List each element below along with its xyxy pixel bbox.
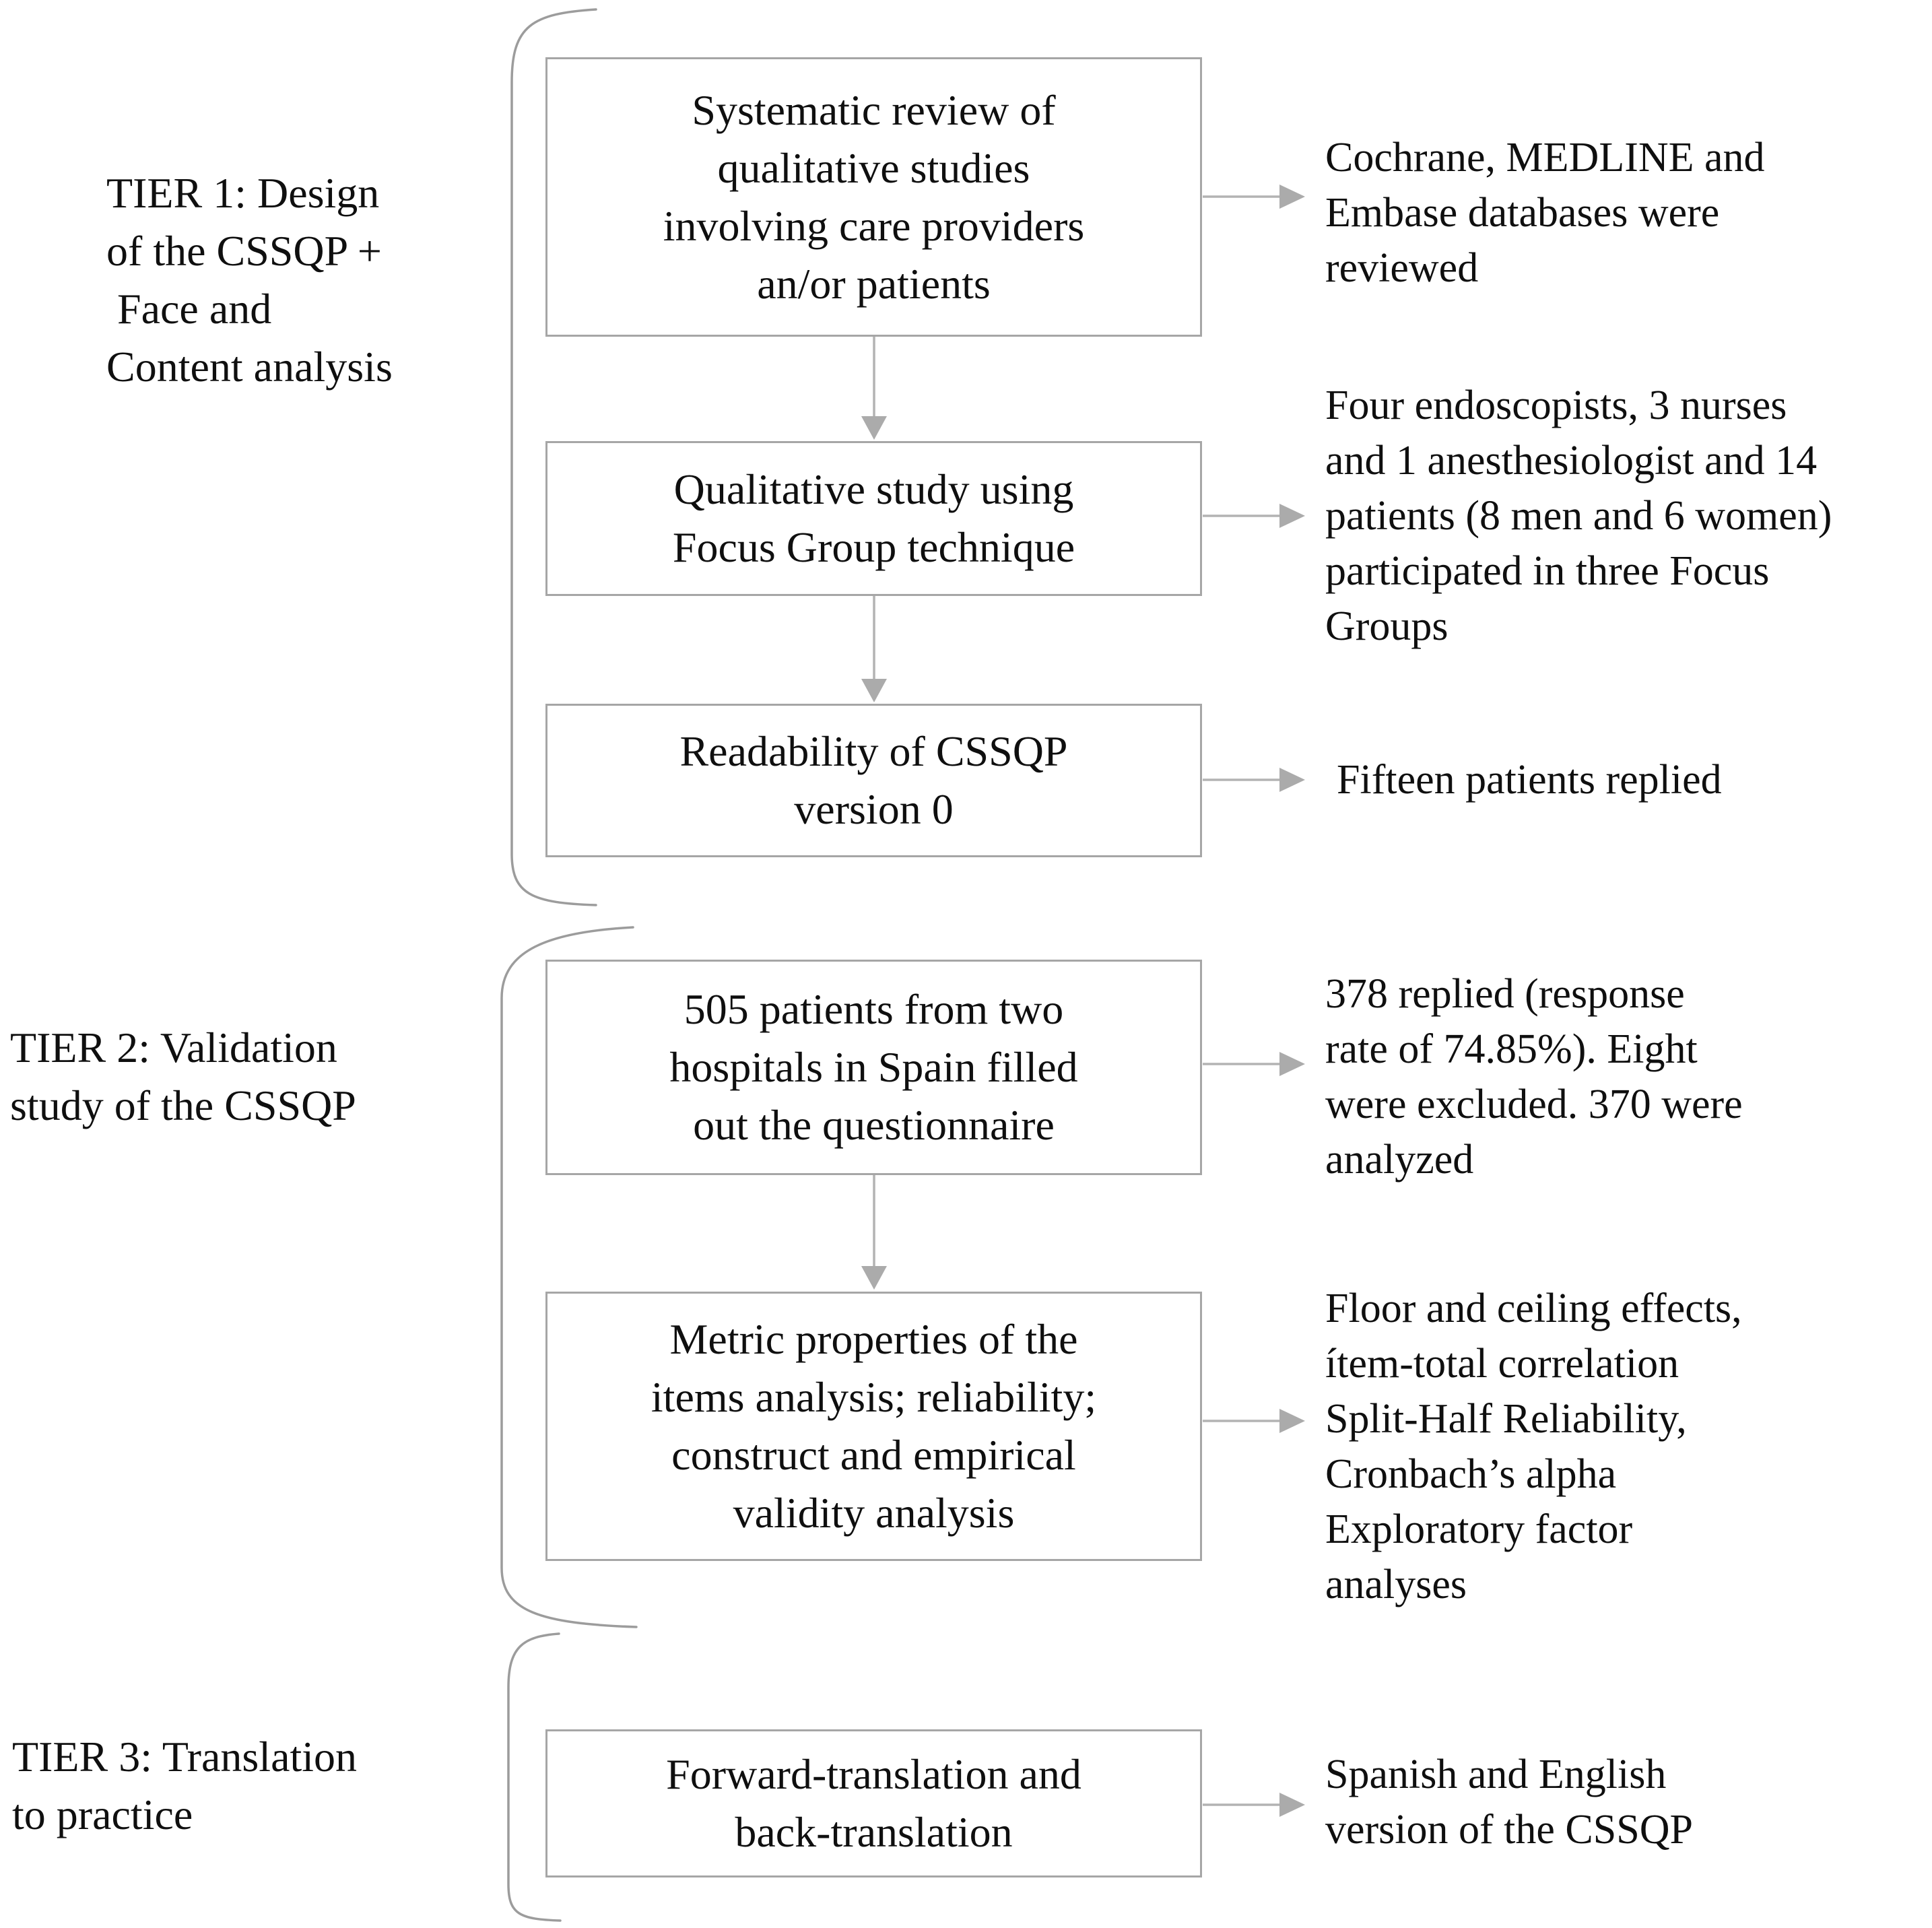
box-systematic-review-text: Systematic review of qualitative studies… bbox=[663, 86, 1085, 308]
box-systematic-review: Systematic review of qualitative studies… bbox=[545, 57, 1202, 337]
box-505-patients-text: 505 patients from two hospitals in Spain… bbox=[669, 985, 1078, 1149]
tier2-bracket bbox=[500, 926, 638, 1628]
arrow-box4-to-box5 bbox=[861, 1175, 887, 1290]
box-readability-text: Readability of CSSQP version 0 bbox=[679, 727, 1068, 833]
box-readability: Readability of CSSQP version 0 bbox=[545, 704, 1202, 857]
box-translation: Forward-translation and back-translation bbox=[545, 1729, 1202, 1877]
box-metric-properties: Metric properties of the items analysis;… bbox=[545, 1292, 1202, 1561]
box-metric-properties-text: Metric properties of the items analysis;… bbox=[651, 1315, 1097, 1537]
note-versions: Spanish and English version of the CSSQP bbox=[1325, 1752, 1693, 1853]
note-fifteen-replied: Fifteen patients replied bbox=[1337, 757, 1722, 803]
arrow-box1-to-box2 bbox=[861, 337, 887, 440]
note-focus-participants: Four endoscopists, 3 nurses and 1 anesth… bbox=[1325, 383, 1832, 649]
arrow-box1-to-note bbox=[1203, 185, 1305, 209]
tier3-bracket bbox=[507, 1632, 562, 1922]
tier1-label: TIER 1: Design of the CSSQP + Face and C… bbox=[106, 169, 393, 391]
box-focus-group-text: Qualitative study using Focus Group tech… bbox=[672, 465, 1075, 571]
arrow-box6-to-note bbox=[1203, 1793, 1305, 1817]
tier1-bracket bbox=[510, 8, 597, 906]
arrow-box4-to-note bbox=[1203, 1052, 1305, 1076]
box-focus-group: Qualitative study using Focus Group tech… bbox=[545, 441, 1202, 596]
tier3-label: TIER 3: Translation to practice bbox=[12, 1733, 358, 1838]
note-databases: Cochrane, MEDLINE and Embase databases w… bbox=[1325, 135, 1765, 291]
arrow-box3-to-note bbox=[1203, 768, 1305, 792]
tier2-label: TIER 2: Validation study of the CSSQP bbox=[10, 1024, 356, 1129]
arrow-box2-to-box3 bbox=[861, 596, 887, 702]
box-translation-text: Forward-translation and back-translation bbox=[666, 1750, 1081, 1856]
note-psychometrics: Floor and ceiling effects, ítem-total co… bbox=[1325, 1286, 1742, 1607]
arrow-box5-to-note bbox=[1203, 1409, 1305, 1433]
note-response-rate: 378 replied (response rate of 74.85%). E… bbox=[1325, 971, 1743, 1183]
box-505-patients: 505 patients from two hospitals in Spain… bbox=[545, 960, 1202, 1175]
arrow-box2-to-note bbox=[1203, 504, 1305, 528]
